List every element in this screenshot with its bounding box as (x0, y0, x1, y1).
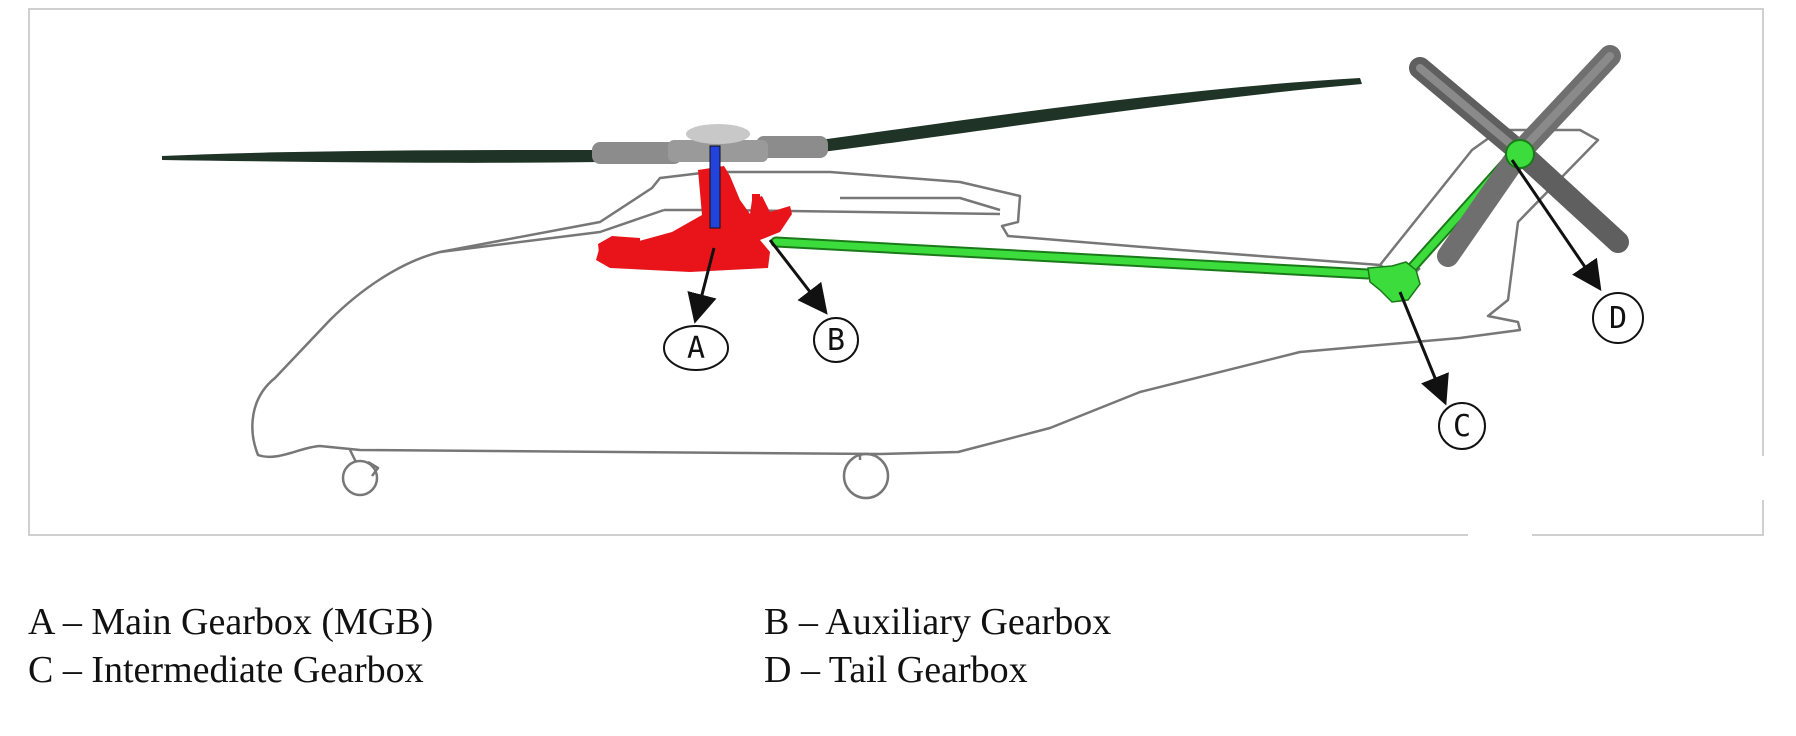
tail-rotor (1409, 45, 1629, 267)
main-rotor-shaft (709, 145, 721, 229)
legend-tail-gearbox: D – Tail Gearbox (764, 649, 1028, 691)
callout-d-label: D (1609, 301, 1627, 336)
callout-arrows (687, 159, 1602, 406)
callout-b: B (813, 317, 859, 363)
frame-gap (1468, 526, 1532, 542)
legend-intermediate-gearbox: C – Intermediate Gearbox (28, 649, 424, 691)
main-gearbox (596, 166, 792, 272)
callout-c: C (1438, 402, 1486, 450)
callout-d: D (1592, 292, 1644, 344)
helicopter-diagram: A B C D (162, 45, 1644, 500)
callout-a-label: A (687, 331, 705, 366)
tail-gearbox (1505, 139, 1535, 169)
callout-a: A (663, 325, 729, 371)
arrow-a (687, 247, 717, 324)
main-rotor-blade-right (820, 78, 1362, 152)
legend-main-gearbox: A – Main Gearbox (MGB) (28, 601, 434, 643)
arrow-c (1398, 291, 1449, 406)
intermediate-gearbox (1367, 261, 1421, 303)
diagram-frame (28, 8, 1764, 536)
rotor-hub-arm-left (592, 142, 682, 164)
frame-gap (1756, 456, 1772, 500)
fuselage-outline (251, 128, 1600, 500)
tail-drive-shaft (770, 150, 1518, 280)
arrow-b (768, 239, 828, 315)
rotor-hub-arm-right (756, 136, 828, 158)
callout-c-label: C (1453, 409, 1471, 444)
main-rotor (162, 78, 1362, 164)
callout-b-label: B (827, 323, 845, 358)
main-rotor-blade-left (162, 150, 600, 163)
legend-auxiliary-gearbox: B – Auxiliary Gearbox (764, 601, 1112, 643)
rotor-hub-dome (686, 124, 750, 144)
arrow-d (1510, 159, 1602, 291)
